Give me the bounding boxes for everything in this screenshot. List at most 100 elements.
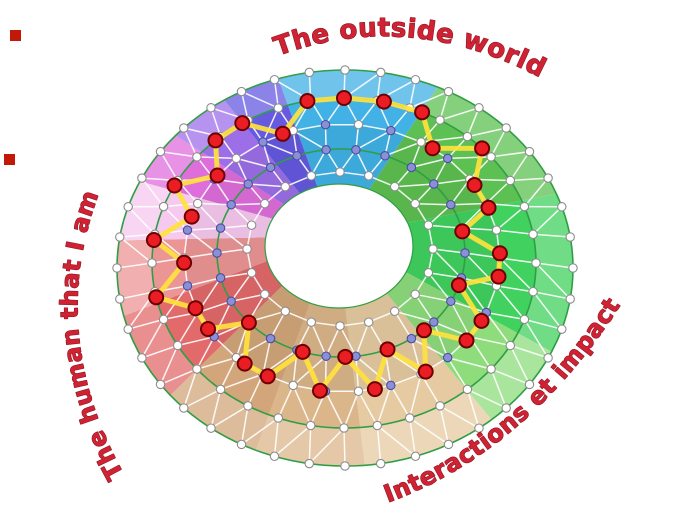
node	[292, 151, 302, 161]
red-node	[299, 93, 316, 109]
mesh-line	[273, 79, 280, 109]
mesh-line	[235, 337, 271, 359]
mesh-line	[241, 417, 279, 446]
red-node	[234, 115, 251, 132]
mesh-line	[159, 345, 179, 385]
mesh-line	[490, 368, 530, 386]
red-marker	[4, 154, 15, 165]
mesh-line	[141, 319, 165, 359]
mesh-line	[231, 293, 265, 303]
node	[386, 380, 396, 391]
red-node	[474, 140, 491, 157]
node	[486, 152, 496, 162]
node	[192, 152, 202, 162]
mesh-line	[216, 248, 248, 254]
red-node	[416, 322, 432, 339]
node	[568, 263, 578, 273]
red-node	[294, 343, 311, 360]
mesh-line	[496, 206, 525, 231]
node	[236, 86, 247, 97]
red-node	[176, 254, 193, 271]
node	[543, 353, 553, 363]
node	[543, 173, 553, 183]
mesh-line	[414, 293, 435, 323]
sector-tan-mid	[255, 303, 365, 466]
mesh-line	[432, 248, 462, 279]
mesh-line	[248, 183, 286, 188]
mesh-line	[485, 179, 511, 205]
red-node	[312, 382, 328, 399]
mesh-line	[292, 129, 327, 151]
node	[243, 179, 253, 189]
red-node	[454, 223, 471, 240]
node	[389, 306, 400, 317]
node	[557, 324, 567, 334]
node	[565, 232, 575, 242]
mesh-line	[119, 290, 156, 300]
mesh-line	[496, 285, 534, 293]
node	[442, 352, 453, 363]
mesh-line	[210, 107, 222, 137]
mesh-line	[236, 157, 271, 169]
node	[246, 268, 257, 278]
node	[112, 263, 122, 273]
mesh-line	[160, 368, 198, 386]
node	[182, 281, 193, 291]
mesh-line	[447, 156, 492, 160]
mesh-line	[308, 427, 345, 465]
node	[306, 317, 317, 327]
node	[428, 244, 438, 254]
node	[501, 403, 511, 413]
node	[179, 123, 189, 133]
node	[429, 317, 439, 327]
red-node	[473, 312, 490, 329]
mesh-line	[127, 318, 164, 330]
red-node	[183, 208, 200, 225]
red-node	[466, 177, 483, 193]
mesh-line	[274, 424, 312, 457]
node	[320, 119, 331, 130]
node	[519, 314, 530, 325]
red-node	[480, 199, 497, 216]
node	[243, 401, 253, 411]
node	[462, 384, 473, 395]
mesh-line	[183, 127, 198, 158]
node	[265, 333, 276, 344]
mesh-line	[213, 300, 232, 338]
node	[273, 413, 284, 423]
mesh-line	[183, 388, 221, 409]
node	[236, 439, 247, 450]
node	[486, 364, 496, 374]
mesh-line	[220, 227, 248, 250]
node	[192, 364, 202, 374]
mesh-line	[231, 202, 265, 206]
mesh-line	[450, 300, 487, 314]
mesh-line	[439, 107, 480, 121]
node	[215, 223, 226, 233]
mesh-line	[408, 417, 417, 457]
red-node	[491, 245, 508, 262]
node	[372, 420, 383, 431]
sector-violet	[224, 78, 318, 194]
label-human-that-i-am: The human that I am	[55, 187, 129, 485]
node	[501, 123, 511, 133]
node	[226, 199, 236, 210]
mesh-line	[343, 391, 360, 429]
mesh-line	[196, 356, 237, 370]
node	[505, 175, 516, 186]
mesh-line	[439, 405, 480, 429]
mesh-line	[394, 310, 434, 323]
mesh-line	[262, 338, 272, 375]
mesh-line	[450, 202, 487, 206]
mesh-line	[490, 127, 507, 158]
node	[353, 386, 364, 397]
mesh-line	[495, 285, 525, 320]
red-node	[259, 368, 276, 385]
mesh-line	[450, 300, 471, 338]
mesh-line	[141, 344, 178, 359]
node	[375, 458, 386, 469]
node	[212, 248, 222, 258]
mesh-line	[532, 206, 563, 235]
mesh-line	[533, 233, 571, 238]
mesh-line	[357, 100, 378, 126]
